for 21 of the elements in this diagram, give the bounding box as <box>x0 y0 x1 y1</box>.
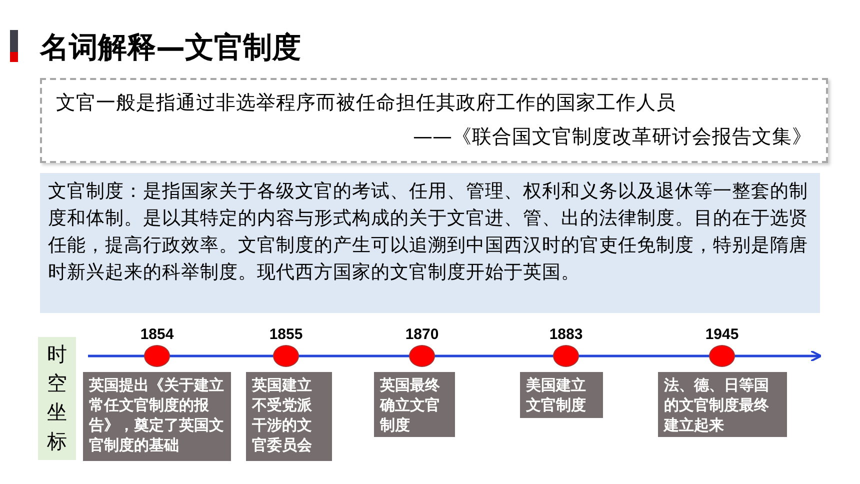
timeline-dot <box>553 345 579 367</box>
event-box: 美国建立文官制度 <box>520 372 603 418</box>
quote-source: ——《联合国文官制度改革研讨会报告文集》 <box>413 124 812 150</box>
event-box: 英国提出《关于建立常任文官制度的报告》，奠定了英国文官制度的基础 <box>83 372 231 461</box>
year-label: 1870 <box>404 326 440 343</box>
title: 名词解释—文官制度 <box>40 29 301 66</box>
timeline-dot <box>273 345 299 367</box>
side-label: 时空坐标 <box>38 337 76 460</box>
definition-panel: 文官制度：是指国家关于各级文官的考试、任用、管理、权利和义务以及退休等一整套的制度和体制。是以其特定的内容与形式构成的关于文官进、管、出的法律制度。目的在于选贤任能，提高行政效率。文官制度的产生可以追溯到中国西汉时的官吏任免制度，特别是隋唐时新兴起来的科举制度。现代西方国家的文官制度开始于英国。 <box>40 173 820 313</box>
year-label: 1855 <box>268 326 304 343</box>
timeline-dot <box>144 345 170 367</box>
year-label: 1945 <box>704 326 740 343</box>
quote-text: 文官一般是指通过非选举程序而被任命担任其政府工作的国家工作人员 <box>56 90 676 116</box>
year-label: 1883 <box>548 326 584 343</box>
timeline-dot <box>709 345 735 367</box>
timeline-dot <box>409 345 435 367</box>
year-label: 1854 <box>139 326 175 343</box>
quote-box <box>40 78 828 163</box>
event-box: 英国建立不受党派干涉的文官委员会 <box>246 372 332 461</box>
event-box: 英国最终确立文官制度 <box>374 372 455 437</box>
event-box: 法、德、日等国的文官制度最终建立起来 <box>658 372 787 437</box>
